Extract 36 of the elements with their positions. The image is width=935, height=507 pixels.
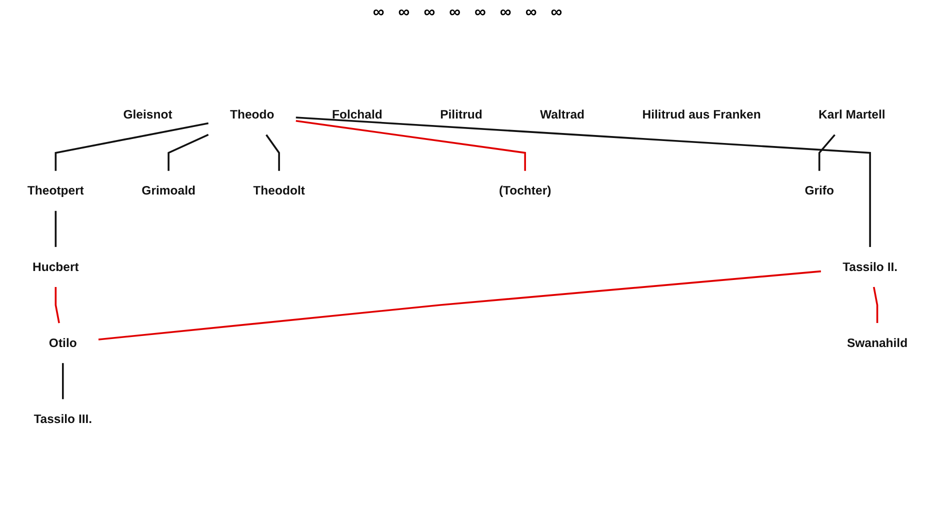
- node-text: (Tochter): [498, 183, 552, 198]
- node-text: Hucbert: [32, 259, 79, 274]
- marriage-symbol: ∞: [372, 4, 384, 22]
- node-text: Grifo: [804, 183, 834, 198]
- marriage-symbol: ∞: [500, 4, 512, 22]
- connector: [98, 270, 821, 340]
- node-text: Pilitrud: [440, 107, 482, 121]
- node-text: Gleisnot: [123, 107, 172, 121]
- connector: [62, 362, 64, 399]
- connector: [54, 210, 57, 246]
- node-text: Grimoald: [142, 183, 196, 198]
- marriage-symbol: ∞: [449, 4, 460, 22]
- node-text: Hilitrud aus Franken: [642, 107, 761, 121]
- marriage-symbol: ∞: [550, 4, 562, 22]
- connector: [54, 122, 209, 170]
- connector: [872, 286, 878, 323]
- connector: [296, 120, 526, 170]
- node-text: Karl Martell: [818, 107, 886, 121]
- marriage-symbol: ∞: [525, 4, 537, 22]
- marriage-symbol: ∞: [398, 4, 410, 22]
- node-text: Theodolt: [253, 183, 305, 198]
- node-text: Tassilo III.: [34, 412, 92, 426]
- connector: [168, 133, 209, 170]
- node-text: Otilo: [48, 336, 77, 350]
- node-text: Swanahild: [846, 336, 908, 350]
- connector: [296, 116, 871, 246]
- connector: [54, 286, 60, 323]
- node-text: Folchald: [332, 107, 382, 121]
- node-text: Theotpert: [27, 183, 84, 198]
- connector: [266, 134, 280, 170]
- connector: [818, 134, 836, 170]
- marriage-symbol: ∞: [474, 4, 486, 22]
- marriage-symbol: ∞: [424, 4, 436, 22]
- node-text: Theodo: [230, 107, 274, 121]
- node-text: Waltrad: [540, 107, 585, 121]
- node-text: Tassilo II.: [842, 259, 898, 274]
